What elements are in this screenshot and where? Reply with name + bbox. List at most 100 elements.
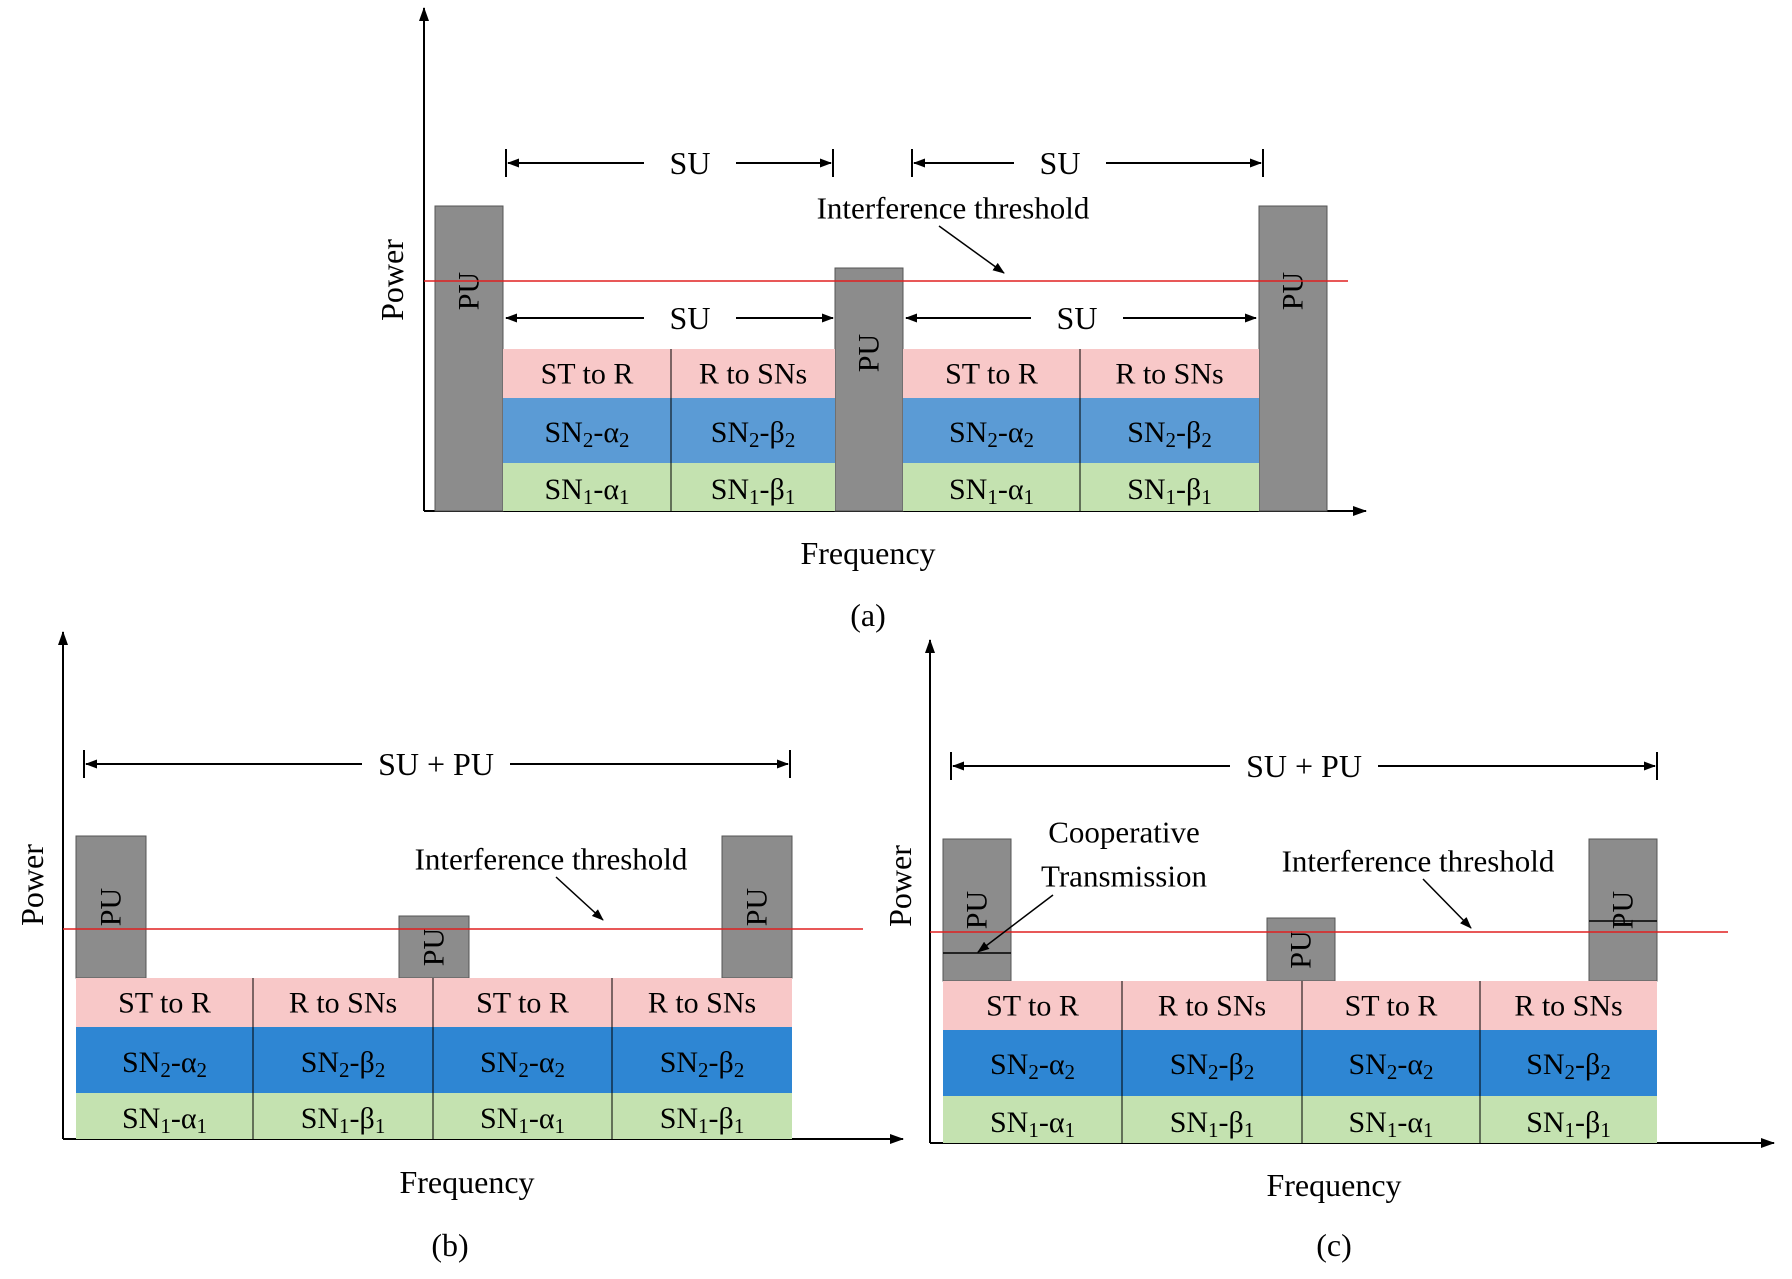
- panel-b-bot-cell-1: [253, 1093, 433, 1139]
- panel-a-right-bot-text-0-greek: α: [1008, 473, 1024, 506]
- panel-b-frequency-label: Frequency: [399, 1164, 534, 1200]
- panel-c-mid-text-2: SN2-α2: [1348, 1048, 1433, 1085]
- panel-c-bot-text-2: SN1-α1: [1348, 1106, 1433, 1143]
- panel-b-bot-cell-3: [612, 1093, 792, 1139]
- panel-b-mid-text-0-sub: 2: [160, 1058, 171, 1082]
- panel-b-pu-left-label: PU: [95, 887, 128, 926]
- panel-a-pu-right: [1258, 205, 1328, 512]
- panel-b-threshold-label: Interference threshold: [415, 842, 688, 877]
- panel-b-mid-cell-0: [76, 1027, 253, 1093]
- panel-a-right-top-text-1: R to SNs: [1115, 358, 1223, 391]
- panel-c-threshold-label: Interference threshold: [1282, 844, 1555, 879]
- panel-a-left-mid-cell-0: [503, 398, 671, 463]
- panel-a-power-label: Power: [374, 239, 410, 321]
- panel-b-mid-text-0-base: SN: [122, 1046, 160, 1079]
- panel-b-top-text-1: R to SNs: [289, 987, 397, 1020]
- panel-b-mid-text-1-mid: -: [350, 1046, 360, 1079]
- panel-c-caption: (c): [1316, 1227, 1352, 1263]
- panel-b-bot-cell-2: [433, 1093, 612, 1139]
- panel-c-bot-text-2-sub: 1: [1387, 1118, 1398, 1142]
- panel-b-mid-text-0-mid: -: [171, 1046, 181, 1079]
- panel-b-mid-text-1-greek: β: [360, 1046, 375, 1079]
- panel-b-bot-text-0-mid: -: [171, 1102, 181, 1135]
- panel-b-caption: (b): [431, 1227, 468, 1263]
- panel-a-right-mid-text-0-sub: 2: [987, 428, 998, 452]
- panel-a-left-bot-text-1-base: SN: [711, 473, 749, 506]
- panel-b-mid-cell-2: [433, 1027, 612, 1093]
- panel-b-bot-text-0-base: SN: [122, 1102, 160, 1135]
- panel-c-mid-text-3-base: SN: [1526, 1048, 1564, 1081]
- panel-b-top-cell-1: [253, 978, 433, 1027]
- panel-b-bot-text-2-gsub: 1: [555, 1114, 566, 1138]
- panel-b-mid-text-1-gsub: 2: [375, 1058, 386, 1082]
- panel-c-bot-text-2-base: SN: [1348, 1106, 1386, 1139]
- panel-b-mid-text-2-sub: 2: [518, 1058, 529, 1082]
- panel-a-left-bot-text-0-sub: 1: [583, 485, 594, 509]
- panel-c-pu-left-label: PU: [961, 890, 994, 929]
- panel-c-mid-text-3-sub: 2: [1565, 1060, 1576, 1084]
- panel-b-mid-text-1: SN2-β2: [301, 1046, 386, 1083]
- panel-a-right-bot-cell-0: [903, 463, 1080, 511]
- panel-c-mid-text-3-gsub: 2: [1600, 1060, 1611, 1084]
- panel-c-pu-middle-label: PU: [1285, 930, 1318, 969]
- panel-c-mid-text-0-mid: -: [1039, 1048, 1049, 1081]
- panel-a-right-bot-text-1-gsub: 1: [1201, 485, 1212, 509]
- panel-b-mid-cell-3: [612, 1027, 792, 1093]
- panel-c-bot-text-3-gsub: 1: [1600, 1118, 1611, 1142]
- panel-a-left-mid-text-1-base: SN: [711, 416, 749, 449]
- panel-a-left-mid-cell-1: [671, 398, 835, 463]
- panel-b-mid-text-0-greek: α: [181, 1046, 197, 1079]
- panel-b-top-text-3: R to SNs: [648, 987, 756, 1020]
- panel-b-bot-text-1-sub: 1: [339, 1114, 350, 1138]
- panel-b-mid-text-2: SN2-α2: [480, 1046, 565, 1083]
- panel-a-right-bot-text-1-sub: 1: [1166, 485, 1177, 509]
- panel-c-power-label: Power: [882, 845, 918, 927]
- panel-b-bot-text-2-mid: -: [529, 1102, 539, 1135]
- panel-c-mid-cell-0: [943, 1030, 1122, 1096]
- panel-b-mid-text-2-base: SN: [480, 1046, 518, 1079]
- panel-c-mid-text-3-greek: β: [1585, 1048, 1600, 1081]
- panel-a-left-mid-text-1-gsub: 2: [785, 428, 796, 452]
- panel-c-mid-cell-3: [1480, 1030, 1657, 1096]
- panel-b-bot-text-0-sub: 1: [160, 1114, 171, 1138]
- panel-a-right-bot-text-0-sub: 1: [987, 485, 998, 509]
- panel-a-su-upper-right-label: SU: [1040, 145, 1081, 181]
- panel-b-top-text-0: ST to R: [118, 987, 211, 1020]
- panel-c-pu-right-label: PU: [1607, 890, 1640, 929]
- panel-c-bot-text-2-gsub: 1: [1423, 1118, 1434, 1142]
- panel-a-left-bot-text-1-greek: β: [770, 473, 785, 506]
- panel-b-bot-text-3-base: SN: [660, 1102, 698, 1135]
- panel-a-left-bot-text-1-gsub: 1: [785, 485, 796, 509]
- panel-c-su-pu-label: SU + PU: [1246, 748, 1362, 784]
- panel-a-right-mid-text-1-gsub: 2: [1201, 428, 1212, 452]
- panel-c-bot-text-0-base: SN: [990, 1106, 1028, 1139]
- panel-c-mid-text-2-base: SN: [1348, 1048, 1386, 1081]
- panel-b-mid-text-3-base: SN: [660, 1046, 698, 1079]
- panel-c-bot-text-3-base: SN: [1526, 1106, 1564, 1139]
- panel-a-left-bot-cell-0: [503, 463, 671, 511]
- panel-c-bot-text-1-base: SN: [1170, 1106, 1208, 1139]
- panel-c-top-text-2: ST to R: [1345, 990, 1438, 1023]
- panel-a-left-mid-text-0-gsub: 2: [619, 428, 630, 452]
- panel-a-frequency-label: Frequency: [800, 535, 935, 571]
- panel-a-left-bot-text-1: SN1-β1: [711, 473, 796, 510]
- panel-a-left-mid-text-0-mid: -: [593, 416, 603, 449]
- panel-a-right-mid-text-1-base: SN: [1127, 416, 1165, 449]
- panel-a-right-bot-text-1-mid: -: [1176, 473, 1186, 506]
- panel-a-su-lower-right-label: SU: [1057, 300, 1098, 336]
- panel-c-mid-text-1-mid: -: [1219, 1048, 1229, 1081]
- panel-a-right-bot-text-0-gsub: 1: [1024, 485, 1035, 509]
- panel-c-top-text-3: R to SNs: [1514, 990, 1622, 1023]
- panel-a-left-top-cell-0: [503, 349, 671, 398]
- panel-a-right-top-cell-1: [1080, 349, 1259, 398]
- panel-c-top-cell-3: [1480, 981, 1657, 1030]
- panel-a-right-bot-cell-1: [1080, 463, 1259, 511]
- panel-c-coop-pointer: [977, 894, 1054, 953]
- panel-c-bot-text-1-mid: -: [1219, 1106, 1229, 1139]
- panel-a-right-top-text-0: ST to R: [945, 358, 1038, 391]
- panel-b-bot-text-2: SN1-α1: [480, 1102, 565, 1139]
- panel-b-top-cell-2: [433, 978, 612, 1027]
- panel-c-mid-cell-2: [1302, 1030, 1480, 1096]
- panel-a-left-bot-text-1-sub: 1: [749, 485, 760, 509]
